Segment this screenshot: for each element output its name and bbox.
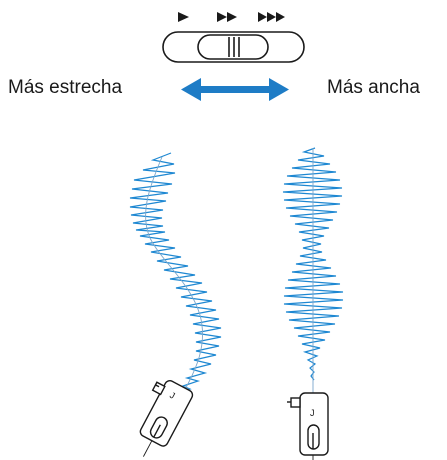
medium-speed-icon — [217, 12, 237, 22]
left-center-thread — [145, 156, 203, 396]
narrower-label: Más estrecha — [8, 77, 123, 98]
speed-slider-icon — [162, 31, 305, 63]
left-foot-letter: J — [168, 390, 177, 401]
fast-speed-icon — [258, 12, 285, 22]
presser-foot-icon — [139, 380, 194, 457]
right-zigzag-stitch — [282, 147, 344, 381]
speed-markers — [178, 12, 285, 22]
presser-foot-icon — [287, 392, 329, 460]
wider-label: Más ancha — [327, 77, 420, 98]
left-zigzag-stitch — [129, 152, 222, 394]
left-right-arrow-icon — [181, 78, 289, 101]
slow-speed-icon — [178, 12, 189, 22]
right-foot-letter: J — [310, 408, 315, 418]
